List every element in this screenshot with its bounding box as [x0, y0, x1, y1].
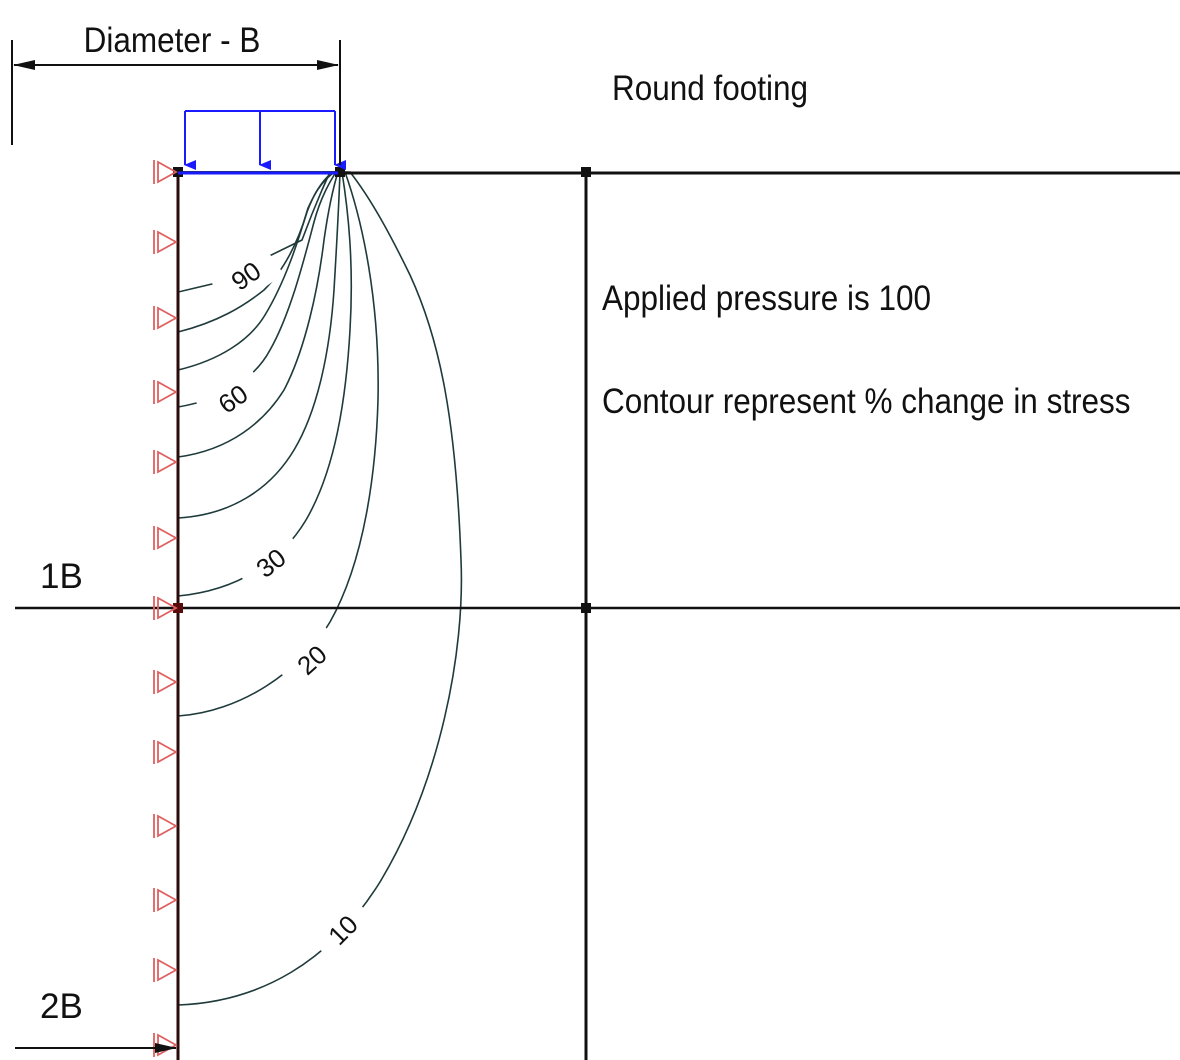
band-20 — [177, 171, 379, 717]
roller-support-icon — [153, 888, 178, 912]
contour-label-90: 90 — [208, 241, 284, 311]
diameter-label: Diameter - B — [84, 22, 261, 61]
roller-support-icon — [153, 160, 178, 184]
roller-support-icon — [153, 526, 178, 550]
diagram-title: Round footing — [612, 70, 808, 109]
note-contour-meaning: Contour represent % change in stress — [602, 383, 1131, 422]
stress-contours — [177, 171, 463, 1006]
roller-support-icon — [153, 958, 178, 982]
roller-supports — [153, 160, 178, 1057]
roller-support-icon — [153, 814, 178, 838]
roller-support-icon — [153, 596, 178, 620]
contour-label-20: 20 — [274, 623, 350, 697]
model-boundaries — [15, 171, 1180, 1060]
contour-label-30: 30 — [233, 527, 309, 599]
note-applied-pressure: Applied pressure is 100 — [602, 280, 931, 319]
roller-support-icon — [153, 450, 178, 474]
roller-support-icon — [153, 306, 178, 330]
diameter-dimension — [11, 40, 341, 165]
roller-support-icon — [153, 230, 178, 254]
contour-label-60: 60 — [195, 364, 271, 434]
band-80 — [177, 171, 335, 334]
roller-support-icon — [153, 740, 178, 764]
contour-label-10: 10 — [309, 896, 377, 964]
roller-support-icon — [153, 380, 178, 404]
roller-support-icon — [153, 1033, 178, 1057]
band-10 — [177, 171, 463, 1006]
region-above-90 — [179, 173, 327, 291]
depth-label-1b: 1B — [40, 557, 83, 596]
roller-support-icon — [153, 670, 178, 694]
band-50 — [177, 171, 340, 458]
depth-label-2b: 2B — [40, 987, 83, 1026]
footing-load — [178, 110, 346, 175]
band-40 — [177, 171, 341, 519]
band-90 — [177, 171, 332, 294]
